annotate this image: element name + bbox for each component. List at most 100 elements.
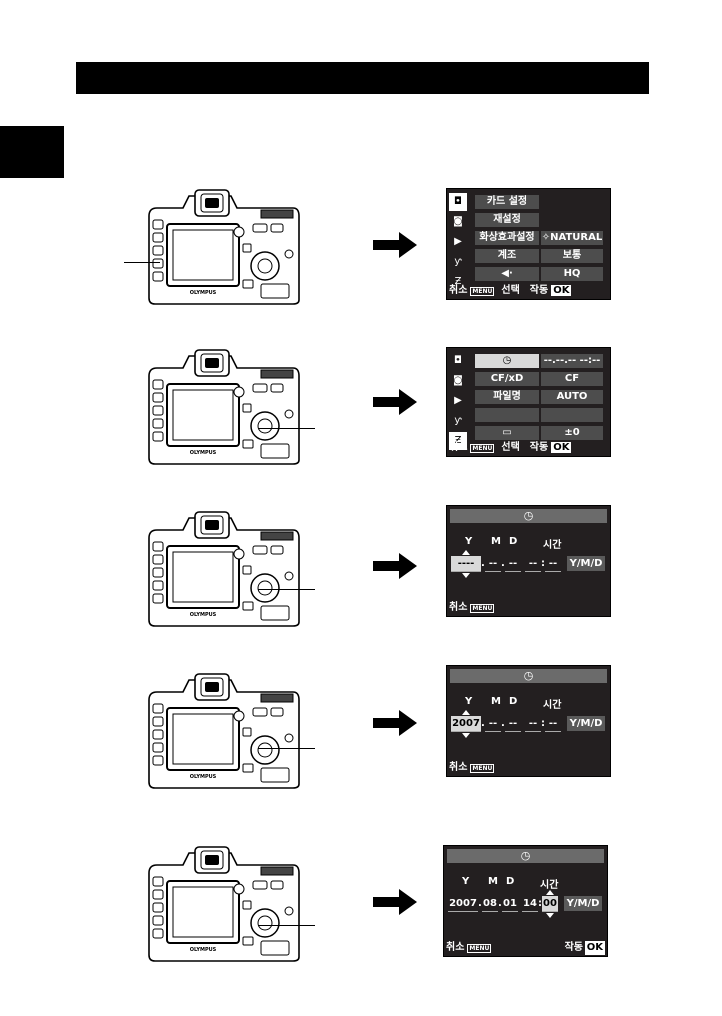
camera-1-icon[interactable]: ◘ (449, 193, 467, 211)
date-label-d: D (506, 876, 515, 887)
menu-item-label[interactable]: ◷ (475, 354, 539, 368)
date-label-time: 시간 (540, 880, 559, 891)
setup-1-icon[interactable]: ƴ (454, 415, 462, 426)
date-label-d: D (509, 536, 518, 547)
cancel-label: 취소 (449, 602, 468, 613)
menu-item-value: HQ (541, 267, 603, 281)
menu-item-value: ±0 (541, 426, 603, 440)
down-arrow-icon (462, 733, 470, 738)
setup-2-icon[interactable]: Ƶ (454, 276, 462, 287)
menu-item-label[interactable] (475, 408, 539, 422)
date-label-time: 시간 (543, 540, 562, 551)
setup-1-icon[interactable]: ƴ (454, 256, 462, 267)
select-label: 선택 (501, 442, 520, 453)
svg-text:OLYMPUS: OLYMPUS (190, 290, 217, 296)
date-field-minute[interactable]: 00 (542, 896, 558, 912)
menu-item-value: CF (541, 372, 603, 386)
svg-text:OLYMPUS: OLYMPUS (190, 774, 217, 780)
date-field-year[interactable]: 2007 (451, 716, 481, 732)
date-label-time: 시간 (543, 700, 562, 711)
arrow-right-icon (373, 230, 417, 260)
clock-icon: ◷ (450, 509, 607, 523)
camera-2-icon[interactable]: ◙ (453, 375, 463, 386)
date-separator: : (541, 558, 545, 569)
date-field-hour[interactable]: 14 (522, 896, 538, 912)
date-separator: . (481, 558, 485, 569)
date-separator: : (538, 898, 542, 909)
menu-item-value: ✧NATURAL (541, 231, 603, 245)
date-label-y: Y (465, 536, 473, 547)
menu-item-label[interactable]: 카드 설정 (475, 195, 539, 209)
playback-icon[interactable]: ▶ (454, 236, 462, 247)
camera-back-illustration: OLYMPUS (143, 510, 303, 628)
go-label: 작동 (529, 442, 549, 453)
date-separator: . (478, 898, 482, 909)
date-separator: : (541, 718, 545, 729)
menu-item-value: 보통 (541, 249, 603, 263)
date-field-minute[interactable]: -- (545, 556, 561, 572)
date-format-selector[interactable]: Y/M/D (564, 896, 602, 911)
select-label: 선택 (501, 285, 520, 296)
date-field-year[interactable]: 2007 (448, 896, 478, 912)
menu-button-icon: MENU (467, 944, 492, 953)
cancel-label: 취소 (449, 762, 468, 773)
date-field-month[interactable]: 08 (482, 896, 498, 912)
ok-button-icon: OK (584, 941, 605, 955)
camera-2-icon[interactable]: ◙ (453, 216, 463, 227)
svg-text:OLYMPUS: OLYMPUS (190, 612, 217, 618)
camera-1-icon[interactable]: ◘ (454, 355, 462, 366)
down-arrow-icon (546, 913, 554, 918)
date-field-day[interactable]: -- (505, 556, 521, 572)
date-format-selector[interactable]: Y/M/D (567, 556, 605, 571)
ok-button-icon: OK (551, 442, 572, 453)
cancel-label: 취소 (449, 442, 468, 453)
arrow-right-icon (373, 708, 417, 738)
cancel-label: 취소 (446, 942, 465, 953)
date-field-hour[interactable]: -- (525, 556, 541, 572)
playback-icon[interactable]: ▶ (454, 395, 462, 406)
date-label-m: M (488, 876, 498, 887)
date-format-selector[interactable]: Y/M/D (567, 716, 605, 731)
setup-2-icon[interactable]: Ƶ (449, 432, 467, 450)
go-label: 작동 (564, 942, 583, 953)
date-field-day[interactable]: 01 (502, 896, 518, 912)
camera-back-illustration: OLYMPUS (143, 845, 303, 963)
menu-item-value: --.--.-- --:-- (541, 354, 603, 368)
clock-icon: ◷ (450, 669, 607, 683)
camera-back-illustration: OLYMPUS (143, 672, 303, 790)
menu-item-label[interactable]: ▭ (475, 426, 539, 440)
menu-item-label[interactable]: ◀· (475, 267, 539, 281)
date-label-m: M (491, 536, 501, 547)
date-field-month[interactable]: -- (485, 716, 501, 732)
menu-item-value (541, 213, 603, 227)
ok-button-icon: OK (551, 285, 572, 296)
callout-line (124, 262, 160, 263)
clock-icon: ◷ (447, 849, 604, 863)
menu-item-label[interactable]: 계조 (475, 249, 539, 263)
date-label-y: Y (462, 876, 470, 887)
menu-item-value (541, 195, 603, 209)
up-arrow-icon (462, 550, 470, 555)
callout-line (258, 589, 315, 590)
menu-item-label[interactable]: CF/xD (475, 372, 539, 386)
menu-item-label[interactable]: 화상효과설정 (475, 231, 539, 245)
menu-item-label[interactable]: 재설정 (475, 213, 539, 227)
date-field-day[interactable]: -- (505, 716, 521, 732)
date-field-year[interactable]: ---- (451, 556, 481, 572)
callout-line (258, 428, 315, 429)
svg-text:OLYMPUS: OLYMPUS (190, 450, 217, 456)
menu-item-label[interactable]: 파일명 (475, 390, 539, 404)
date-label-y: Y (465, 696, 473, 707)
date-field-minute[interactable]: -- (545, 716, 561, 732)
down-arrow-icon (462, 573, 470, 578)
menu-button-icon: MENU (470, 764, 495, 773)
date-field-hour[interactable]: -- (525, 716, 541, 732)
date-field-month[interactable]: -- (485, 556, 501, 572)
